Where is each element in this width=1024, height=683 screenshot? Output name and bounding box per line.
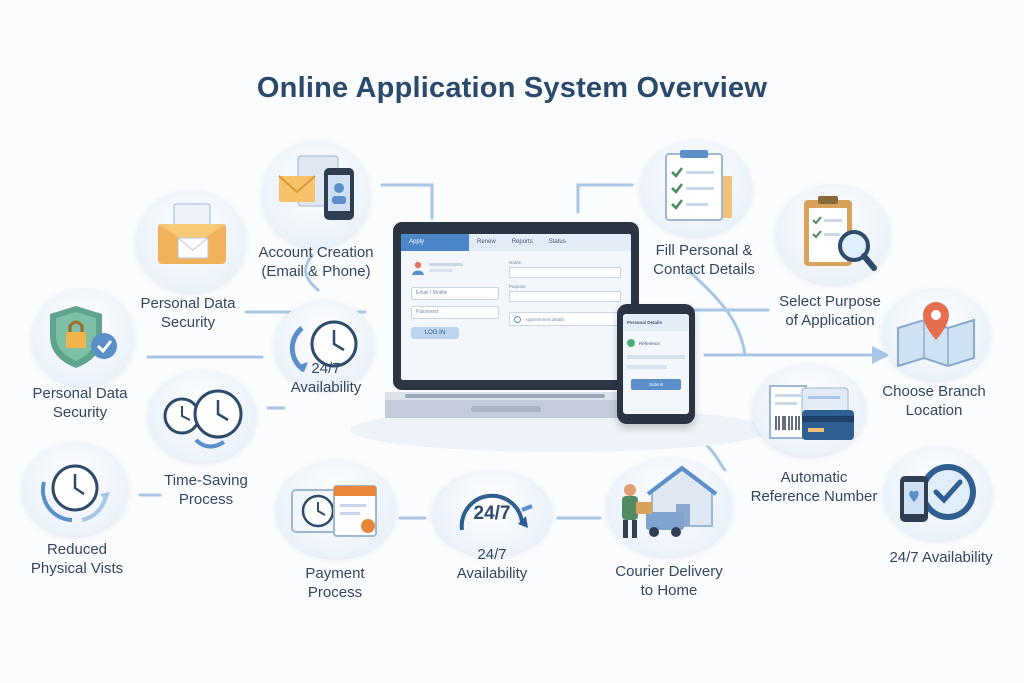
node-label: Select Purpose of Application — [779, 293, 881, 329]
phone-clock-icon — [884, 446, 992, 540]
node-label: Payment Process — [305, 565, 365, 601]
tab-status[interactable]: Status — [548, 239, 566, 245]
payment-icon — [276, 460, 396, 558]
two-clocks-icon — [148, 370, 256, 462]
courier-icon — [606, 458, 732, 556]
details-form: Name Purpose Appointment details — [509, 260, 621, 326]
status-dot-icon — [627, 339, 635, 347]
checkbox[interactable] — [514, 315, 521, 323]
phone-illustration: Personal Details Reference Submit — [617, 304, 695, 424]
node-label: 24/7 Availability — [456, 546, 528, 582]
node-label: Courier Delivery to Home — [615, 563, 723, 599]
envelope-phone-icon — [262, 140, 370, 248]
tab-reports[interactable]: Reports — [511, 239, 533, 245]
user-avatar-icon — [412, 261, 463, 275]
name-input[interactable] — [509, 267, 621, 278]
name-label: Name — [509, 260, 522, 265]
laptop-screen: Apply Renew Reports Status Email / Mobil… — [393, 222, 639, 390]
node-label: Fill Personal & Contact Details — [653, 242, 755, 278]
tab-apply[interactable]: Apply — [401, 234, 469, 251]
node-label: Reduced Physical Vists — [30, 541, 124, 577]
laptop-base — [385, 392, 677, 418]
envelope-documents-icon — [136, 190, 246, 292]
laptop-illustration: Apply Renew Reports Status Email / Mobil… — [385, 222, 740, 432]
checkbox-label: Appointment details — [525, 316, 565, 322]
node-label: Time-Saving Process — [164, 472, 248, 508]
24-7-icon: 24/7 — [432, 470, 552, 556]
node-label: Automatic Reference Number — [750, 469, 878, 505]
map-pin-icon — [882, 288, 990, 380]
phone-reference: Reference — [639, 340, 660, 346]
login-button[interactable]: LOG IN — [411, 327, 459, 339]
node-label: 24/7 Availability — [290, 360, 362, 396]
shield-lock-icon — [32, 288, 134, 386]
clock-icon — [274, 300, 374, 390]
tab-renew[interactable]: Renew — [477, 239, 496, 245]
badge-24-7: 24/7 — [474, 503, 511, 524]
receipt-card-icon — [752, 364, 866, 456]
node-label: 24/7 Availability — [889, 549, 993, 566]
node-label: Choose Branch Location — [882, 383, 986, 419]
login-form: Email / Mobile Password LOG IN — [411, 260, 499, 339]
clock-arrows-icon — [22, 442, 128, 536]
purpose-input[interactable] — [509, 291, 621, 302]
phone-header: Personal Details — [623, 314, 689, 331]
password-field[interactable]: Password — [411, 306, 499, 319]
node-label: Account Creation (Email & Phone) — [258, 244, 374, 280]
phone-submit-button[interactable]: Submit — [631, 379, 681, 390]
clipboard-magnifier-icon — [776, 184, 890, 284]
page-title: Online Application System Overview — [256, 72, 768, 104]
purpose-label: Purpose — [509, 284, 526, 289]
username-field[interactable]: Email / Mobile — [411, 287, 499, 300]
app-tabbar: Apply Renew Reports Status — [401, 234, 631, 251]
node-label: Personal Data Security — [32, 385, 128, 421]
checklist-icon — [640, 140, 752, 236]
node-label: Personal Data Security — [140, 295, 236, 331]
